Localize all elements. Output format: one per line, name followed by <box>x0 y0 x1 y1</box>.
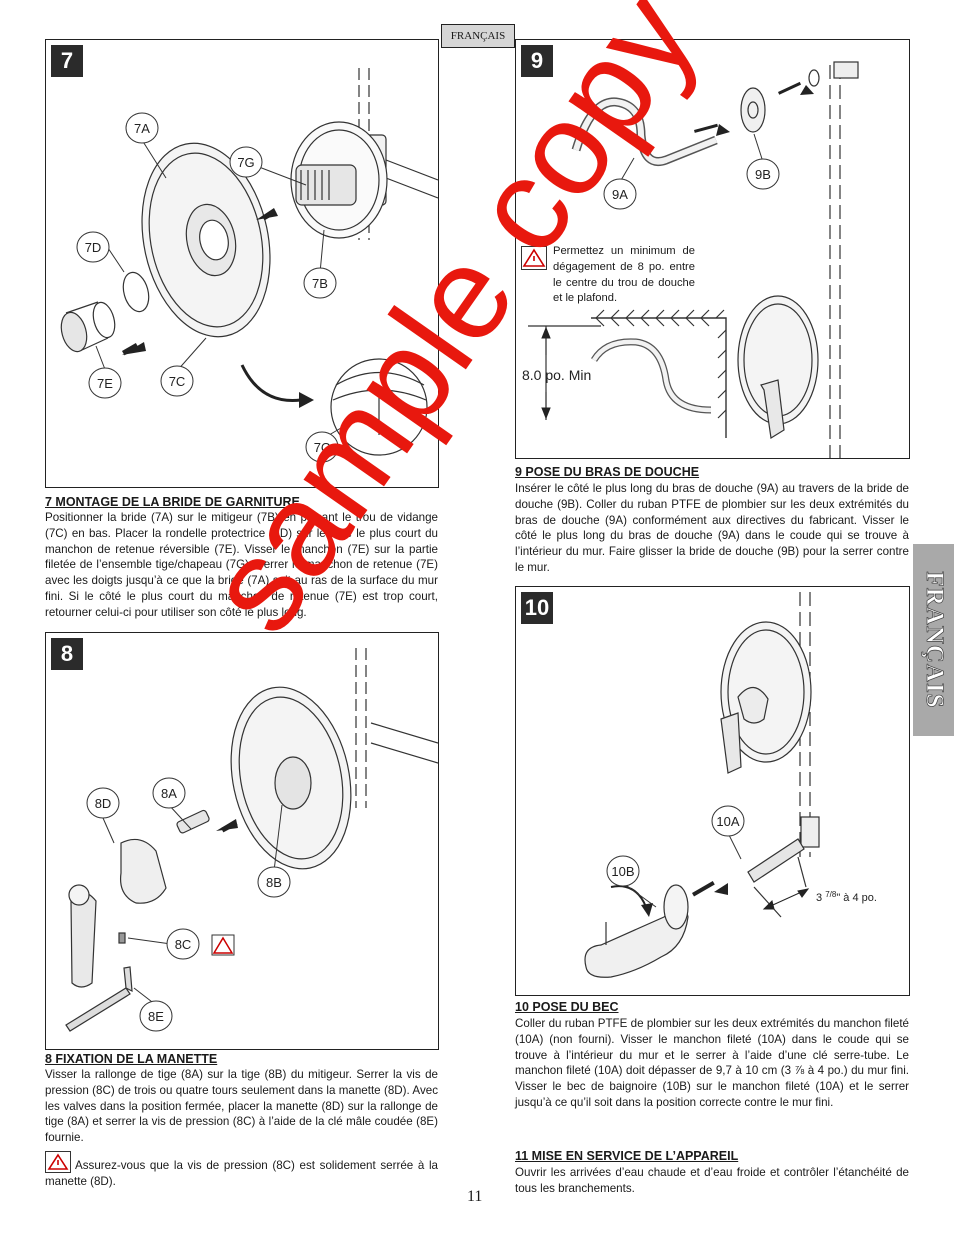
label-10A: 10A <box>716 814 739 829</box>
dimension-3-7-8-to-4-po: 3 7/8" à 4 po. <box>816 890 877 904</box>
section-10-title: 10 POSE DU BEC <box>515 1000 619 1014</box>
section-9-title: 9 POSE DU BRAS DE DOUCHE <box>515 465 700 479</box>
warning-triangle-icon <box>212 936 234 954</box>
section-8-warning-text: Assurez-vous que la vis de pression (8C)… <box>45 1159 438 1188</box>
label-7A: 7A <box>134 121 150 136</box>
section-10-body: Coller du ruban PTFE de plombier sur les… <box>515 1017 909 1109</box>
page-number: 11 <box>467 1188 483 1205</box>
label-8B: 8B <box>266 875 282 890</box>
label-10B: 10B <box>611 864 634 879</box>
section-8-warning: Assurez-vous que la vis de pression (8C)… <box>45 1151 438 1190</box>
figure-9-panel: 9 <box>515 39 910 459</box>
label-7G: 7G <box>237 155 254 170</box>
figure-10-illustration: 10A 10B 3 7/8" à 4 po. <box>584 592 877 978</box>
step-number-10: 10 <box>521 592 553 624</box>
figure-7-panel: 7 <box>45 39 439 488</box>
label-7C: 7C <box>169 374 186 389</box>
dimension-8-po-min: 8.0 po. Min <box>522 367 591 383</box>
section-11-title: 11 MISE EN SERVICE DE L’APPAREIL <box>515 1149 739 1163</box>
figure-10-panel: 10 <box>515 586 910 996</box>
warning-triangle-icon <box>521 246 547 270</box>
figure-8-illustration: 8A 8D 8B 8C 8E <box>65 648 438 1032</box>
warning-text-9: Permettez un minimum de dégagement de 8 … <box>553 245 695 305</box>
section-7-body: Positionner la bride (7A) sur le mitigeu… <box>45 511 438 619</box>
section-11-body: Ouvrir les arrivées d’eau chaude et d’ea… <box>515 1166 909 1195</box>
label-8A: 8A <box>161 786 177 801</box>
side-tab-label: FRANÇAIS <box>920 571 948 709</box>
label-7E: 7E <box>97 376 113 391</box>
section-7-title: 7 MONTAGE DE LA BRIDE DE GARNITURE <box>45 495 300 509</box>
figure-9-illustration: 9A 9B 8.0 po. Min <box>522 61 859 458</box>
section-9-body: Insérer le côté le plus long du bras de … <box>515 482 909 574</box>
label-7C-inset: 7C <box>314 440 331 455</box>
section-8-title: 8 FIXATION DE LA MANETTE <box>45 1052 218 1066</box>
label-9A: 9A <box>612 187 628 202</box>
figure-7-illustration: 7A 7G 7D 7B 7E 7C 7C <box>60 68 438 463</box>
side-language-tab: FRANÇAIS <box>913 544 954 736</box>
language-tag: FRANÇAIS <box>441 24 515 48</box>
warning-triangle-icon <box>45 1151 71 1173</box>
figure-8-panel: 8 <box>45 632 439 1050</box>
label-7B: 7B <box>312 276 328 291</box>
step-number-7: 7 <box>51 45 83 77</box>
label-8D: 8D <box>95 796 112 811</box>
label-8C: 8C <box>175 937 192 952</box>
step-number-9: 9 <box>521 45 553 77</box>
label-7D: 7D <box>85 240 102 255</box>
label-9B: 9B <box>755 167 771 182</box>
step-number-8: 8 <box>51 638 83 670</box>
label-8E: 8E <box>148 1009 164 1024</box>
section-8-body: Visser la rallonge de tige (8A) sur la t… <box>45 1068 438 1145</box>
